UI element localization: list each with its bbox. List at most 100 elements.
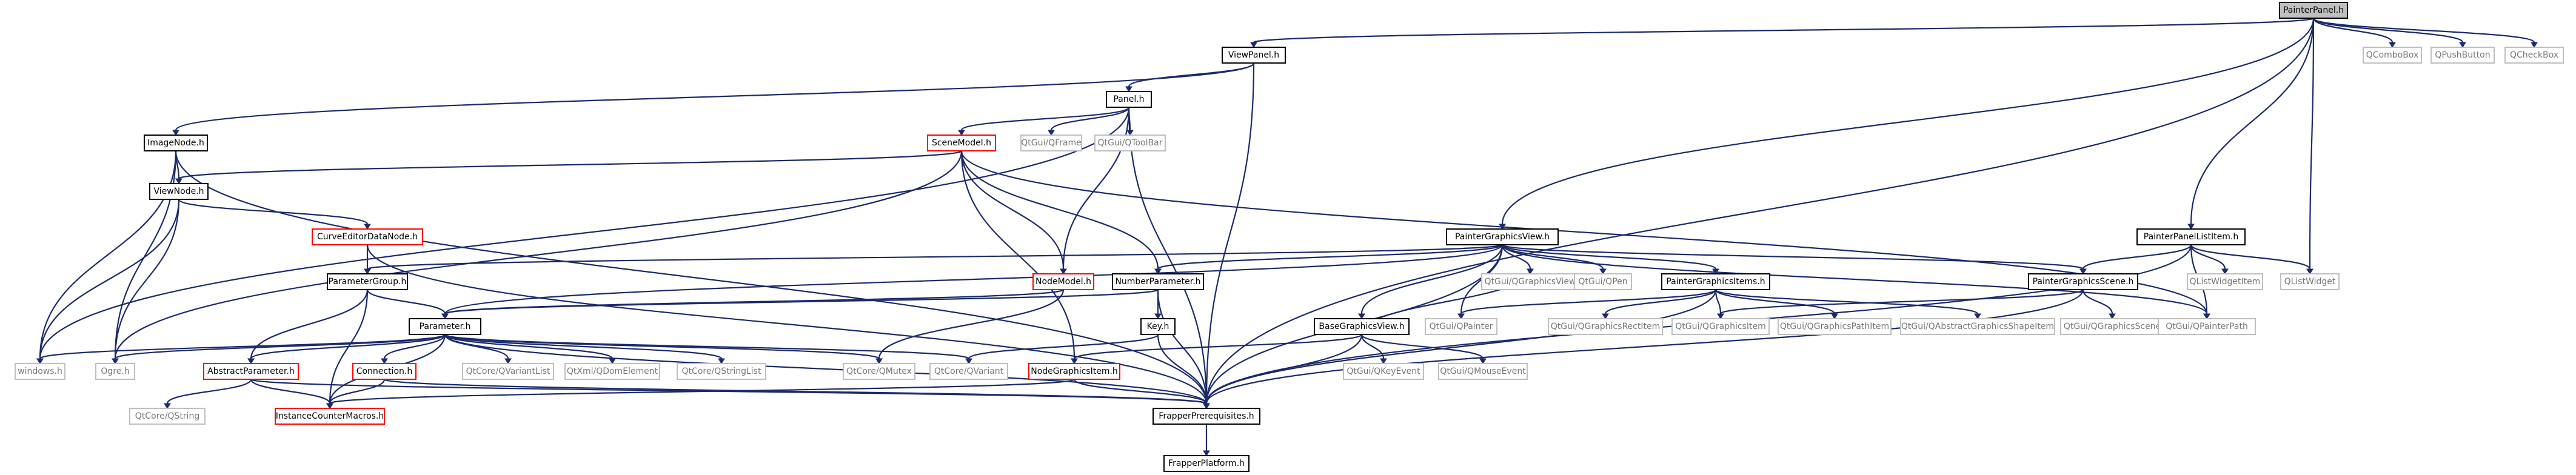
- node-painterpanellistitem[interactable]: PainterPanelListItem.h: [2136, 228, 2246, 245]
- node-windows: windows.h: [15, 363, 65, 380]
- edge-line: [1050, 107, 1130, 131]
- edge-paintergraphicsscene-to-qtgui_qgraphicsitem: [1717, 288, 2084, 319]
- edge-line: [1501, 244, 1531, 270]
- node-label: Ogre.h: [101, 367, 129, 376]
- edge-key-to-qtcore_qvariant: [965, 333, 1159, 364]
- node-frapperplatform[interactable]: FrapperPlatform.h: [1163, 455, 1250, 472]
- edge-line: [178, 198, 369, 225]
- edge-line: [2309, 18, 2315, 270]
- arrowhead-icon: [1125, 86, 1132, 92]
- arrowhead-icon: [112, 358, 119, 364]
- node-qlistwidgetitem: QListWidgetItem: [2187, 273, 2263, 290]
- node-box: [2280, 273, 2340, 290]
- edge-painterpanel-to-qcombobox: [2312, 18, 2396, 48]
- node-panel[interactable]: Panel.h: [1106, 91, 1152, 108]
- node-parameter[interactable]: Parameter.h: [409, 318, 481, 335]
- node-nodemodel[interactable]: NodeModel.h: [1032, 273, 1094, 290]
- arrowhead-icon: [1203, 403, 1210, 409]
- node-viewpanel[interactable]: ViewPanel.h: [1222, 47, 1286, 64]
- node-label: ParameterGroup.h: [329, 277, 407, 287]
- node-connection[interactable]: Connection.h: [352, 363, 417, 380]
- node-qtgui_qtoolbar: QtGui/QToolBar: [1094, 135, 1166, 151]
- edge-line: [444, 244, 1504, 314]
- node-label: QCheckBox: [2510, 50, 2558, 60]
- node-paintergraphicsitems[interactable]: PainterGraphicsItems.h: [1661, 273, 1770, 290]
- node-label: QtGui/QGraphicsRectItem: [1551, 322, 1660, 331]
- arrowhead-icon: [1602, 313, 1609, 319]
- edge-paintergraphicsview-to-basegraphicsview: [1358, 244, 1504, 319]
- edge-paintergraphicsview-to-numberparameter: [1154, 244, 1504, 274]
- node-nodegraphicsitem[interactable]: NodeGraphicsItem.h: [1028, 363, 1120, 380]
- arrowhead-icon: [1527, 268, 1534, 274]
- node-qtxml_qdomelement: QtXml/QDomElement: [564, 363, 660, 380]
- node-qtcore_qvariant: QtCore/QVariant: [929, 363, 1008, 380]
- edge-paintergraphicsitems-to-qtgui_qgraphicspathitem: [1715, 289, 1838, 319]
- node-label: QtCore/QVariant: [934, 367, 1004, 376]
- node-box: [2430, 47, 2495, 64]
- node-key[interactable]: Key.h: [1140, 318, 1176, 335]
- node-label: AbstractParameter.h: [207, 367, 295, 376]
- node-imagenode[interactable]: ImageNode.h: [144, 135, 208, 151]
- edge-paintergraphicsitems-to-frapperprerequisites: [1203, 289, 1717, 409]
- node-box: [2504, 47, 2564, 64]
- arrowhead-icon: [1831, 313, 1838, 319]
- node-qpushbutton: QPushButton: [2430, 47, 2495, 64]
- edge-line: [39, 199, 180, 359]
- node-qtcore_qstringlist: QtCore/QStringList: [677, 363, 766, 380]
- edge-panel-to-nodemodel: [1060, 107, 1130, 274]
- node-label: SceneModel.h: [932, 138, 991, 148]
- node-label: QtGui/QPainter: [1430, 322, 1493, 331]
- edge-line: [329, 379, 386, 404]
- node-viewnode[interactable]: ViewNode.h: [149, 183, 209, 200]
- edge-line: [329, 378, 1076, 405]
- edge-parametergroup-to-abstractparameter: [247, 289, 369, 364]
- node-box: [1314, 318, 1410, 335]
- node-painterpanel[interactable]: PainterPanel.h: [2279, 2, 2348, 19]
- node-numberparameter[interactable]: NumberParameter.h: [1112, 273, 1204, 290]
- arrowhead-icon: [2389, 42, 2396, 48]
- node-box: [312, 228, 423, 245]
- node-qtgui_qgraphicspathitem: QtGui/QGraphicsPathItem: [1778, 318, 1892, 335]
- edge-painterpanel-to-qpushbutton: [2312, 18, 2466, 48]
- edge-painterpanellistitem-to-qlistwidgetitem: [2190, 244, 2229, 274]
- edge-parameter-to-qtcore_qstringlist: [444, 333, 725, 364]
- node-scenemodel[interactable]: SceneModel.h: [927, 135, 996, 151]
- edge-parameter-to-abstractparameter: [247, 333, 446, 364]
- edge-line: [1360, 244, 1504, 314]
- edge-line: [250, 379, 331, 404]
- node-paintergraphicsview[interactable]: PainterGraphicsView.h: [1446, 228, 1559, 245]
- node-frapperprerequisites[interactable]: FrapperPrerequisites.h: [1153, 408, 1260, 425]
- node-box: [2028, 273, 2138, 290]
- node-qtcore_qmutex: QtCore/QMutex: [843, 363, 915, 380]
- node-label: QtGui/QKeyEvent: [1347, 367, 1420, 376]
- node-basegraphicsview[interactable]: BaseGraphicsView.h: [1314, 318, 1410, 335]
- node-box: [1778, 318, 1892, 335]
- node-box: [327, 273, 408, 290]
- node-qtcore_qvariantlist: QtCore/QVariantList: [462, 363, 554, 380]
- node-parametergroup[interactable]: ParameterGroup.h: [327, 273, 408, 290]
- edge-line: [960, 150, 1076, 359]
- arrowhead-icon: [1457, 313, 1465, 319]
- edge-line: [1157, 289, 1208, 404]
- arrowhead-icon: [875, 358, 883, 364]
- node-paintergraphicsscene[interactable]: PainterGraphicsScene.h: [2028, 273, 2138, 290]
- node-abstractparameter[interactable]: AbstractParameter.h: [203, 363, 299, 380]
- node-label: FrapperPrerequisites.h: [1159, 411, 1254, 421]
- node-label: QtCore/QMutex: [846, 367, 912, 376]
- node-instancecountermacros[interactable]: InstanceCounterMacros.h: [275, 408, 385, 425]
- node-label: QComboBox: [2366, 50, 2418, 60]
- node-box: [2363, 47, 2422, 64]
- arrowhead-icon: [1250, 42, 1257, 48]
- node-label: NodeGraphicsItem.h: [1031, 367, 1118, 376]
- edge-basegraphicsview-to-qtgui_qkeyevent: [1360, 334, 1387, 364]
- node-label: PainterGraphicsScene.h: [2033, 277, 2134, 287]
- node-label: Panel.h: [1113, 95, 1144, 104]
- node-box: [409, 318, 481, 335]
- node-qtgui_qpen: QtGui/QPen: [1574, 273, 1632, 290]
- edge-line: [39, 150, 177, 359]
- node-curveeditordatanode[interactable]: CurveEditorDataNode.h: [312, 228, 423, 245]
- arrowhead-icon: [1071, 358, 1078, 364]
- node-box: [1140, 318, 1176, 335]
- node-box: [2158, 318, 2256, 335]
- edge-line: [1360, 334, 1484, 359]
